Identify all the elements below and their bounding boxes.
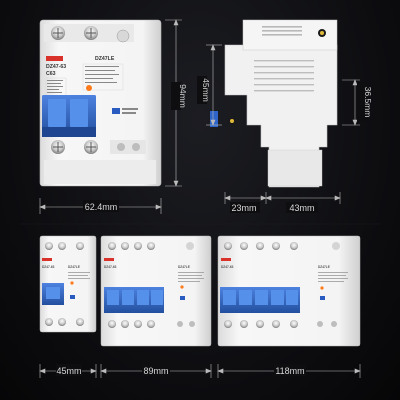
width-label-top-left: 62.4mm — [85, 202, 118, 212]
module-model-label-2: DZ47LE — [178, 265, 190, 269]
model-label-1: DZ47-63 — [42, 265, 55, 269]
model-label: DZ47-63 — [46, 64, 66, 70]
bottom-breaker-1: DZ47-63 DZ47LE 45mm — [39, 235, 97, 378]
module-model-label: DZ47LE — [95, 56, 115, 62]
width-label-2: 89mm — [143, 366, 168, 376]
top-left-breaker: DZ47-63 C63 DZ47LE — [39, 19, 188, 214]
test-button — [112, 108, 120, 114]
width-label-3: 118mm — [275, 366, 304, 376]
model-label-3: DZ47-63 — [221, 265, 234, 269]
height-label-top-left: 94mm — [178, 84, 188, 108]
toggle-handle — [42, 95, 96, 137]
width-label-43: 43mm — [289, 203, 314, 213]
bottom-screw-row — [51, 140, 146, 154]
width-label-23: 23mm — [231, 203, 256, 213]
brand-logo — [46, 56, 63, 61]
height-label-45: 45mm — [201, 78, 211, 102]
module-model-label-3: DZ47LE — [318, 265, 330, 269]
module-model-label-1: DZ47LE — [68, 265, 80, 269]
depth-label-36: 36.5mm — [363, 87, 373, 118]
model-label-2: DZ47-63 — [104, 265, 117, 269]
top-screw-row — [44, 24, 134, 43]
bottom-breaker-2: DZ47-63 DZ47LE 89mm — [100, 235, 212, 378]
top-right-side-view: 45mm 36.5mm 23mm 43mm — [197, 19, 373, 213]
dimension-depth-36 — [342, 79, 360, 126]
dimension-width-23-43 — [224, 192, 341, 204]
bottom-breaker-3: DZ47-63 DZ47LE 118mm — [217, 235, 361, 378]
width-label-1: 45mm — [56, 366, 81, 376]
rating-label: C63 — [46, 71, 56, 77]
dimension-height-45 — [206, 44, 222, 126]
